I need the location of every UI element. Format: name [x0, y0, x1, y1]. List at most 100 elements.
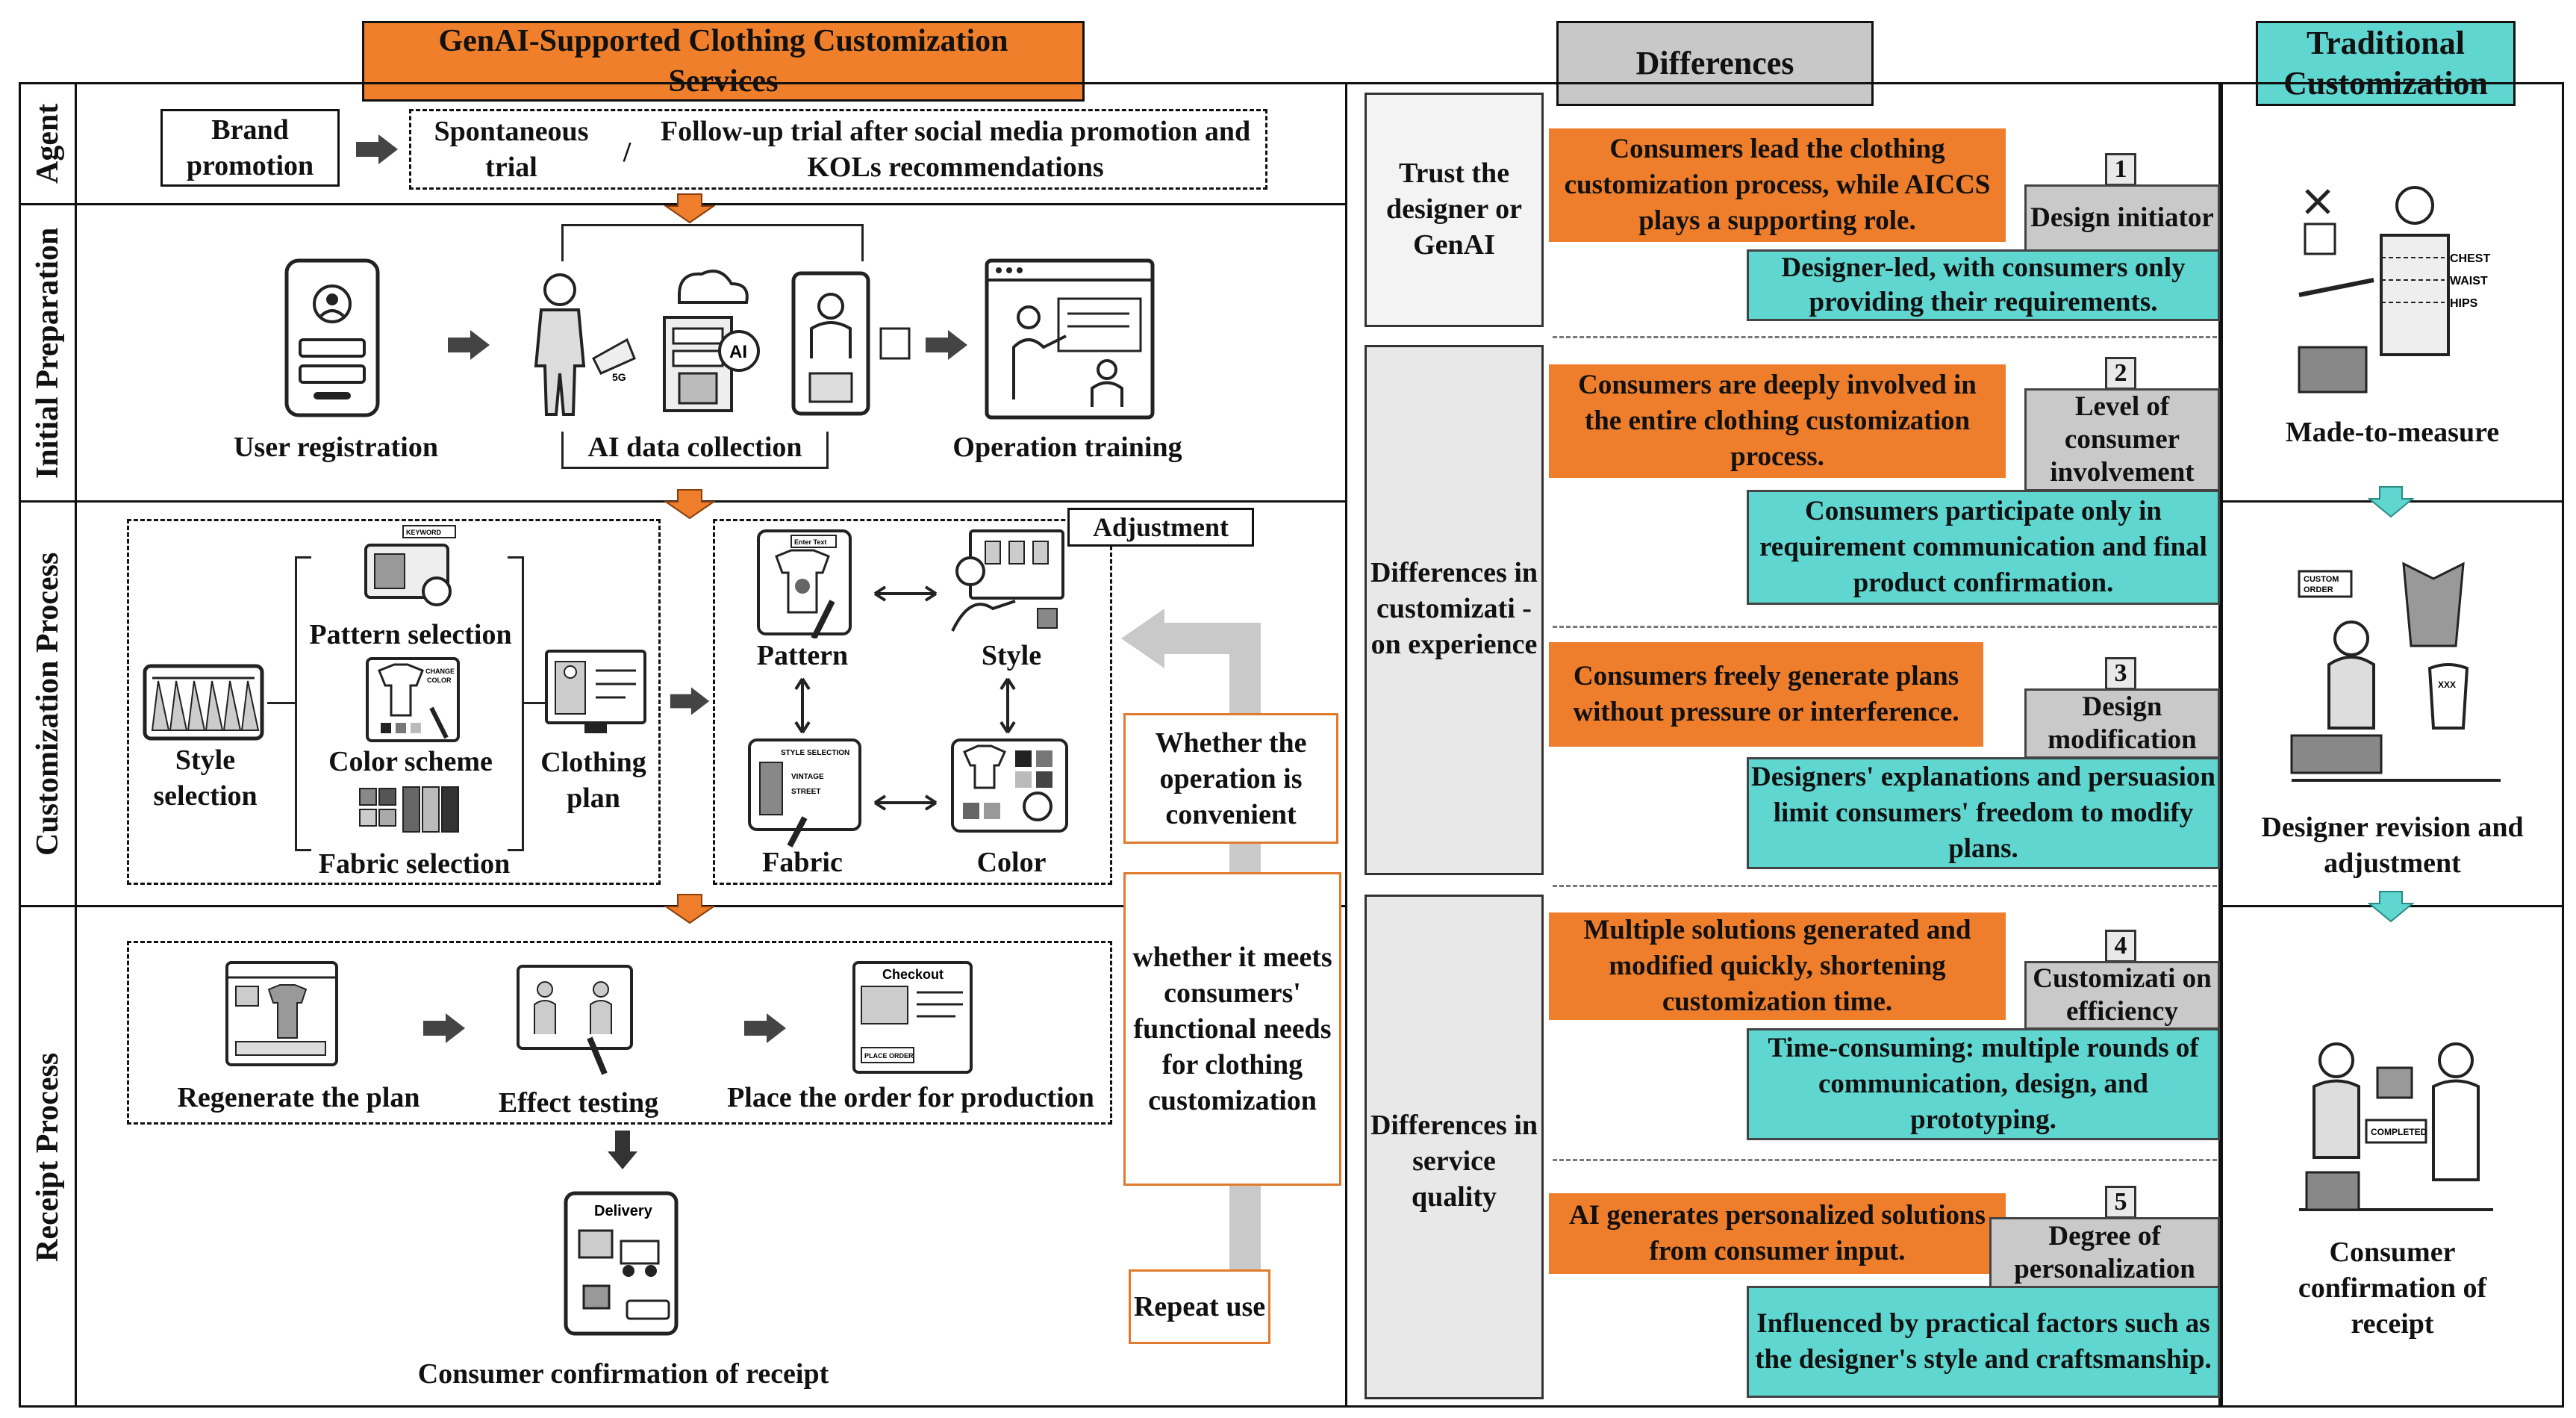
arrow-down-orange-icon: [664, 894, 715, 924]
icon-keyword-text: KEYWORD: [406, 529, 442, 536]
difference-separator: [1553, 885, 2217, 887]
icon-xxx-text: XXX: [2438, 680, 2456, 690]
genai-difference-2: Consumers are deeply involved in the ent…: [1549, 364, 2006, 478]
selection-bracket-left: [295, 556, 311, 851]
double-arrow-horizontal-icon: [873, 585, 938, 602]
icon-completed-text: COMPLETED: [2371, 1127, 2427, 1137]
fabric-selection-label: Fabric selection: [318, 848, 511, 880]
icon-checkout-text: Checkout: [882, 967, 944, 982]
person-scan-icon: 5G: [534, 273, 636, 416]
traditional-difference-3: Designers' explanations and persuasion l…: [1747, 757, 2220, 869]
group-box-1: [1365, 93, 1544, 327]
traditional-difference-2: Consumers participate only in requiremen…: [1747, 490, 2220, 605]
double-arrow-vertical-icon: [794, 677, 811, 734]
left-label-column-divider: [75, 82, 77, 1408]
difference-tag-1: Design initiator: [2024, 184, 2220, 252]
difference-number-5: 5: [2105, 1186, 2136, 1219]
pattern-tablet-icon: Enter Text: [757, 529, 852, 638]
difference-separator: [1553, 1159, 2217, 1161]
group-box-2: [1365, 345, 1544, 875]
difference-separator: [1553, 336, 2217, 338]
row-label-customization: Customization Process: [31, 552, 65, 856]
row-label-initial: Initial Preparation: [31, 227, 65, 479]
difference-tag-5: Degree of personalization: [1989, 1217, 2220, 1289]
convenient-label: Whether the operation is convenient: [1155, 727, 1307, 830]
arrow-down-orange-icon: [664, 193, 715, 224]
genai-difference-3-text: Consumers freely generate plans without …: [1573, 661, 1959, 727]
difference-tag-3-text: Design modification: [2048, 691, 2197, 755]
designer-sewing-icon: CUSTOM ORDER XXX: [2290, 562, 2501, 782]
style-label: Style: [981, 640, 1042, 671]
ai-data-collection-label: AI data collection: [587, 432, 802, 463]
left-title-text: GenAI-Supported Clothing Customization S…: [438, 24, 1008, 99]
tablet-pattern-icon: KEYWORD: [364, 525, 456, 606]
traditional-difference-5: Influenced by practical factors such as …: [1747, 1286, 2220, 1398]
icon-5g-text: 5G: [612, 371, 626, 383]
icon-custom-order-text-2: ORDER: [2304, 585, 2333, 594]
icon-style-selection-text: STYLE SELECTION: [781, 749, 849, 757]
genai-difference-4: Multiple solutions generated and modifie…: [1549, 912, 2006, 1020]
arrow-right-icon: [423, 1013, 465, 1043]
regenerate-screen-icon: [225, 961, 338, 1066]
genai-difference-3: Consumers freely generate plans without …: [1549, 642, 1983, 747]
arrow-right-icon: [356, 134, 398, 164]
spontaneous-trial-label: Spontaneous trial: [434, 116, 589, 183]
group-box-3: [1365, 895, 1544, 1399]
difference-tag-4: Customizati on efficiency: [2024, 961, 2220, 1030]
selection-connector-left: [267, 702, 297, 704]
style-selection-label: Style selection: [153, 744, 258, 812]
effect-testing-label: Effect testing: [498, 1087, 659, 1119]
pattern-selection-label: Pattern selection: [309, 619, 512, 650]
icon-vintage-text: VINTAGE: [791, 773, 824, 781]
measure-label-chest: CHEST: [2450, 252, 2490, 265]
made-to-measure-label: Made-to-measure: [2285, 417, 2500, 448]
receipt-steps-box: [127, 941, 1112, 1125]
genai-difference-1: Consumers lead the clothing customizatio…: [1549, 128, 2006, 242]
difference-tag-3: Design modification: [2024, 688, 2220, 759]
difference-number-4: 4: [2105, 930, 2136, 963]
icon-delivery-text: Delivery: [594, 1203, 653, 1219]
middle-title-text: Differences: [1635, 45, 1794, 81]
traditional-difference-1: Designer-led, with consumers only provid…: [1747, 249, 2220, 321]
convenient-box: Whether the operation is convenient: [1123, 713, 1338, 844]
trial-box: [409, 109, 1267, 190]
icon-change-color-text-2: COLOR: [427, 677, 452, 684]
measure-label-hips: HIPS: [2450, 297, 2478, 310]
traditional-difference-4: Time-consuming: multiple rounds of commu…: [1747, 1028, 2220, 1140]
genai-difference-5: AI generates personalized solutions from…: [1549, 1193, 2006, 1274]
fabric-label: Fabric: [762, 847, 843, 878]
arrow-right-icon: [926, 330, 967, 360]
needs-label: whether it meets consumers' functional n…: [1132, 942, 1332, 1116]
left-title: GenAI-Supported Clothing Customization S…: [362, 21, 1085, 102]
adjustment-box: [713, 519, 1112, 885]
color-label: Color: [976, 847, 1047, 878]
genai-difference-4-text: Multiple solutions generated and modifie…: [1583, 915, 1971, 1017]
training-screen-icon: [985, 258, 1155, 420]
traditional-difference-5-text: Influenced by practical factors such as …: [1755, 1308, 2212, 1375]
adjustment-label: Adjustment: [1092, 512, 1229, 542]
selection-box: [127, 519, 661, 885]
handover-icon: COMPLETED: [2299, 1042, 2493, 1211]
operation-training-label: Operation training: [952, 432, 1182, 463]
icon-ai-text: AI: [729, 342, 747, 362]
effect-test-icon: [517, 965, 633, 1075]
repeat-use-box: Repeat use: [1129, 1269, 1270, 1344]
plan-screen-icon: [545, 650, 646, 733]
traditional-difference-3-text: Designers' explanations and persuasion l…: [1751, 762, 2215, 864]
traditional-difference-1-text: Designer-led, with consumers only provid…: [1781, 252, 2186, 317]
left-panel: [19, 82, 1347, 1408]
difference-tag-1-text: Design initiator: [2030, 202, 2214, 233]
consumer-confirmation-label: Consumer confirmation of receipt: [417, 1358, 829, 1390]
genai-difference-2-text: Consumers are deeply involved in the ent…: [1578, 370, 1977, 472]
adjustment-tag: Adjustment: [1067, 508, 1254, 547]
arrow-down-orange-icon: [664, 489, 715, 520]
selection-connector-right: [523, 702, 545, 704]
double-arrow-vertical-icon: [999, 677, 1016, 734]
checkout-icon: Checkout PLACE ORDER: [852, 961, 973, 1074]
difference-number-3: 3: [2105, 657, 2136, 690]
difference-number-2: 2: [2105, 357, 2136, 390]
difference-tag-2: Level of consumer involvement: [2024, 388, 2220, 491]
phone-login-icon: [284, 258, 380, 417]
tailor-measure-icon: CHEST WAIST HIPS: [2298, 186, 2490, 394]
color-scheme-label: Color scheme: [328, 746, 493, 777]
